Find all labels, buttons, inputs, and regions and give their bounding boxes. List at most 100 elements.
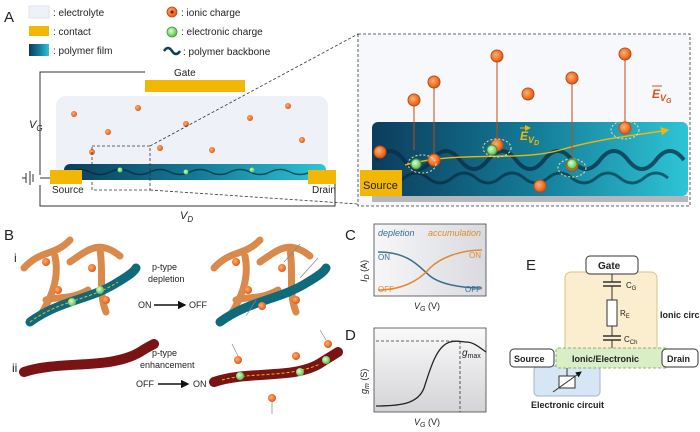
ion-icon [135, 105, 141, 111]
enhancement-on-label: ON [193, 379, 207, 389]
cg-label: CG [626, 281, 637, 292]
ion-icon [521, 87, 535, 101]
electron-icon [486, 144, 498, 156]
legend: : electrolyte : contact : polymer film :… [28, 5, 271, 58]
electron-icon [96, 286, 104, 294]
polymer-film [64, 164, 326, 180]
polaron-halo [610, 120, 640, 140]
polaron-halo [557, 158, 587, 178]
legend-polymer-backbone: : polymer backbone [183, 47, 271, 58]
backbone [215, 263, 331, 327]
ion-icon [102, 296, 110, 304]
drain-label: Drain [312, 185, 336, 196]
zoom-substrate [372, 196, 688, 202]
legend-electrolyte: : electrolyte [53, 8, 105, 19]
on-right-label: ON [469, 251, 481, 260]
electronic-circuit-label: Electronic circuit [531, 400, 604, 410]
legend-ionic-charge: : ionic charge [181, 8, 241, 19]
drain-contact [308, 170, 336, 184]
contact-swatch [29, 26, 49, 36]
electron-icon [249, 167, 255, 173]
ion-icon [232, 258, 240, 266]
ion-icon [268, 394, 276, 402]
depletion-curve [377, 251, 483, 289]
chart-d-xlabel: VG (V) [414, 417, 440, 429]
backbone [25, 263, 141, 327]
ion-icon [88, 264, 96, 272]
panel-b-ii-label: ii [12, 361, 17, 375]
electron-icon [410, 158, 422, 170]
enhancement-off-label: OFF [136, 379, 154, 389]
gm-curve [375, 340, 487, 407]
ion-icon [105, 129, 111, 135]
ion-icon [258, 302, 266, 310]
ion-icon [324, 340, 332, 348]
inset-electrons [407, 120, 640, 178]
electronic-charge-icon [166, 26, 178, 38]
on-left-label: ON [378, 253, 390, 262]
ion-icon [618, 121, 632, 135]
ion-paths [231, 329, 327, 414]
ion-icon [373, 145, 387, 159]
ion-icon [427, 153, 441, 167]
device-schematic: VG VD Gate Source Drain [22, 33, 359, 224]
accumulation-legend: accumulation [428, 228, 481, 238]
zoom-lines [149, 33, 359, 205]
vd-label: VD [180, 210, 193, 224]
accumulation-curve [377, 249, 483, 291]
electron-icon [117, 167, 123, 173]
polaron-halo [482, 138, 512, 158]
source-label: Source [52, 185, 84, 196]
polymer-backbone-icon [162, 46, 182, 56]
circuit-drain-box [661, 348, 699, 368]
zoom-source-contact [360, 170, 402, 196]
ion-icon [533, 179, 547, 193]
gmax-label: gmax [462, 348, 481, 360]
electron-icon [236, 372, 244, 380]
electron-icon [296, 368, 304, 376]
circuit-gate-label: Gate [598, 261, 621, 272]
equivalent-circuit: Gate CG RE CCh Ionic circuit Source Ioni… [509, 255, 700, 410]
enhancement-after [209, 329, 343, 414]
circuit-source-label: Source [514, 354, 545, 364]
zoom-backbone-2 [379, 171, 669, 185]
depletion-after [210, 236, 331, 327]
interface-region [555, 347, 669, 369]
chart-d: gmax gm (S) VG (V) [359, 327, 487, 429]
panel-c-label: C [345, 227, 356, 244]
gate-wire [39, 71, 145, 198]
ion-icon [209, 147, 215, 153]
cch-label: CCh [624, 335, 637, 346]
ion-icon [157, 145, 163, 151]
circuit-source-box [509, 348, 555, 368]
electrolyte-swatch [28, 5, 50, 19]
ion-icon [247, 115, 253, 121]
electron-icon [183, 169, 189, 175]
field-vg-label: EVG [652, 87, 672, 105]
ion-icon [427, 75, 441, 89]
chart-c-xlabel: VG (V) [414, 301, 440, 313]
legend-polymer-film: : polymer film [53, 46, 112, 57]
ion-paths [245, 243, 319, 317]
circuit-drain-label: Drain [667, 354, 690, 364]
hole-path [29, 281, 119, 323]
field-vd-label: EVD [520, 129, 539, 147]
electron-icon [566, 158, 578, 170]
backbone [19, 339, 159, 377]
ion-icon [565, 71, 579, 85]
chart-c: depletion accumulation ON OFF ON OFF ID … [359, 223, 487, 313]
vg-label: VG [29, 119, 43, 133]
panel-b-label: B [4, 227, 14, 244]
ion-icon [234, 356, 242, 364]
depletion-on-label: ON [138, 300, 152, 310]
depletion-text-1: p-type [152, 262, 177, 272]
chart-d-ylabel: gm (S) [359, 369, 371, 394]
zoom-source-label: Source [363, 180, 398, 192]
ion-icon [71, 111, 77, 117]
ion-icon [54, 286, 62, 294]
gate-label: Gate [174, 68, 196, 79]
ion-icon [299, 137, 305, 143]
polaron-halo [407, 154, 437, 174]
electron-icon [322, 356, 330, 364]
ion-icon [183, 121, 189, 127]
